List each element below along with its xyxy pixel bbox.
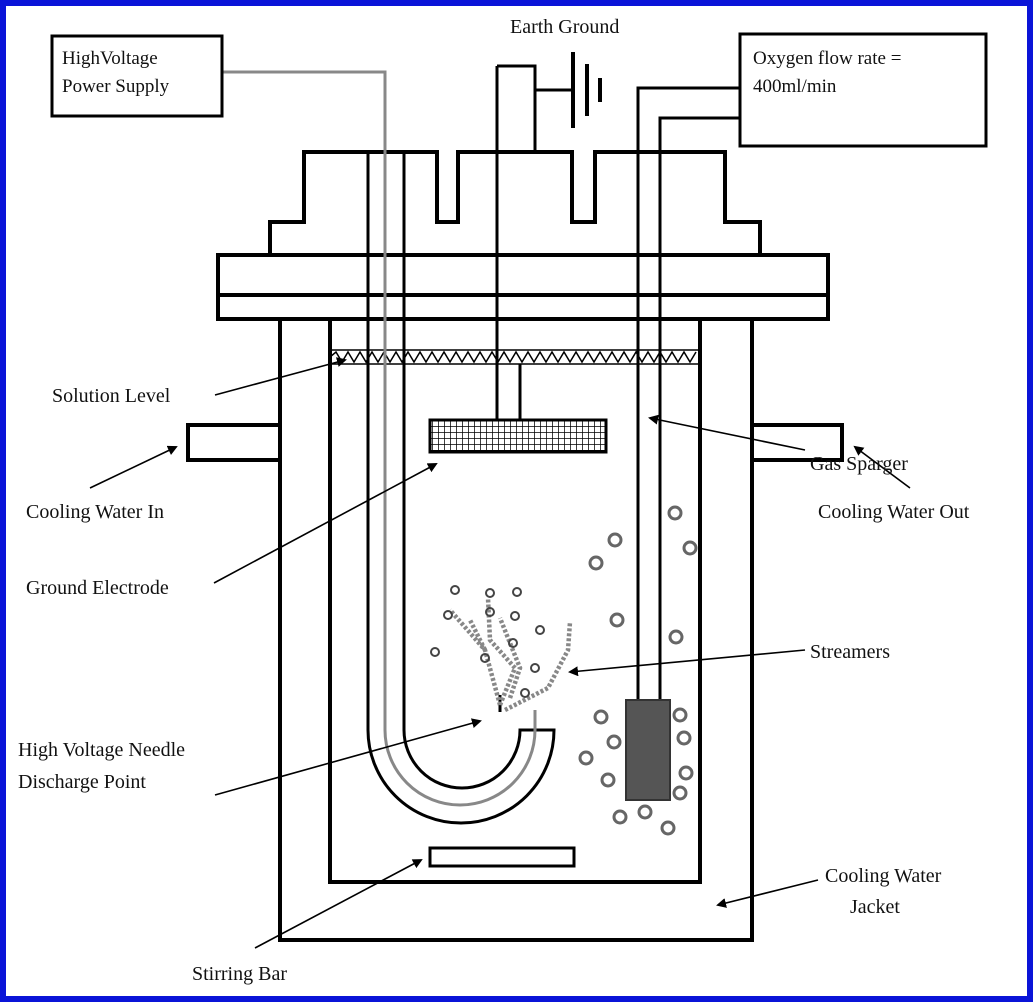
cooling-water-jacket (186, 320, 844, 942)
label-streamers: Streamers (810, 641, 890, 663)
label-oxygen-2: 400ml/min (753, 76, 837, 97)
stirring-bar (428, 846, 576, 868)
label-ground-electrode: Ground Electrode (26, 577, 169, 599)
lid-flange (216, 253, 830, 321)
label-gas-sparger: Gas Sparger (810, 453, 908, 475)
ground-electrode (428, 364, 608, 454)
label-cooling-jacket-2: Jacket (850, 896, 900, 918)
label-oxygen-1: Oxygen flow rate = (753, 48, 901, 69)
cooling-jacket-arrow (716, 879, 819, 908)
label-earth-ground: Earth Ground (510, 16, 619, 38)
label-hv-supply-2: Power Supply (62, 76, 170, 97)
label-solution-level: Solution Level (52, 385, 171, 407)
label-cooling-jacket-1: Cooling Water (825, 865, 942, 887)
leader-lines (89, 357, 911, 949)
reactor-diagram: Earth Ground HighVoltage Power Supply Ox… (18, 16, 988, 985)
ground-electrode-arrow (213, 463, 438, 584)
label-cooling-water-out: Cooling Water Out (818, 501, 970, 523)
hv-power-supply-box (50, 34, 224, 118)
label-cooling-water-in: Cooling Water In (26, 501, 164, 523)
earth-ground-symbol (571, 52, 602, 128)
label-hv-needle-1: High Voltage Needle (18, 739, 185, 761)
label-stirring-bar: Stirring Bar (192, 963, 287, 985)
stirring-bar-arrow (254, 859, 423, 949)
streamers-arrow (568, 649, 806, 677)
label-hv-needle-2: Discharge Point (18, 771, 146, 793)
discharge-bubbles (430, 585, 545, 698)
streamers (448, 597, 573, 713)
earth-ground-rod (495, 64, 573, 420)
inner-vessel (328, 320, 702, 884)
cooling-out-arrow (853, 445, 911, 489)
gas-sparger-stone (625, 699, 671, 801)
label-hv-supply-1: HighVoltage (62, 48, 158, 69)
oxygen-flow-box (738, 32, 988, 148)
lid-top (268, 150, 762, 255)
solution-level-arrow (214, 357, 347, 396)
hv-needle-arrow (214, 718, 482, 796)
gas-sparger-arrow (648, 414, 806, 451)
cooling-in-arrow (89, 445, 178, 489)
oxygen-bubbles (578, 505, 698, 836)
gas-sparger-tube (625, 86, 740, 801)
